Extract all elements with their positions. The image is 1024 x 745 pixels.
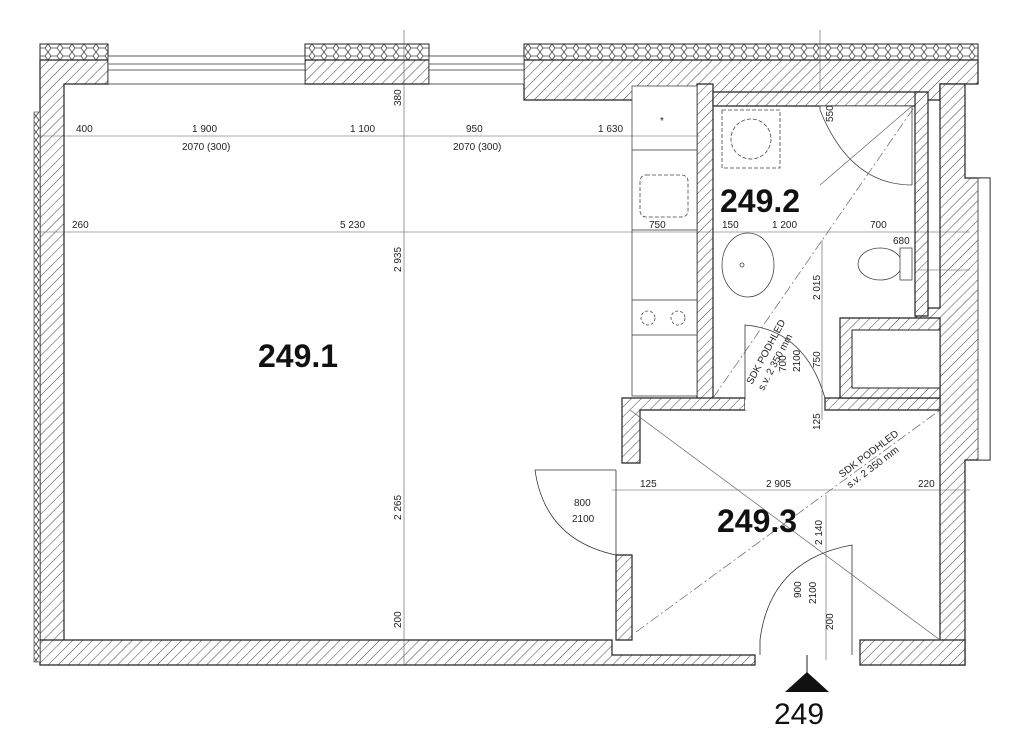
door-bath-side: 750 bbox=[812, 351, 823, 368]
dim-v-1: 380 bbox=[393, 89, 404, 106]
dim-mid-1: 260 bbox=[72, 220, 89, 231]
dim-v-4: 200 bbox=[393, 611, 404, 628]
dim-top-3: 1 100 bbox=[350, 124, 375, 135]
door-main-width: 800 bbox=[574, 498, 591, 509]
walls bbox=[33, 43, 991, 666]
dim-hall-2: 2 905 bbox=[766, 479, 791, 490]
room-label-main: 249.1 bbox=[258, 338, 338, 374]
dim-bath-2: 1 200 bbox=[772, 220, 797, 231]
door-entry-width: 900 bbox=[793, 581, 804, 598]
door-entry-height: 2100 bbox=[808, 581, 819, 604]
entry-arrow-icon bbox=[785, 672, 829, 692]
dim-top-1: 400 bbox=[76, 124, 93, 135]
unit-number: 249 bbox=[774, 698, 824, 731]
dim-mid-3: 750 bbox=[649, 220, 666, 231]
dim-top-2: 1 900 bbox=[192, 124, 217, 135]
dimension-lines bbox=[40, 30, 970, 665]
dim-bath-4: 680 bbox=[893, 236, 910, 247]
door-main-height: 2100 bbox=[572, 514, 595, 525]
dim-bath-1: 150 bbox=[722, 220, 739, 231]
doors bbox=[534, 324, 853, 655]
dim-v-9: 200 bbox=[825, 613, 836, 630]
svg-text:*: * bbox=[660, 116, 664, 127]
dimension-labels: 400 1 900 1 100 950 1 630 2070 (300) 207… bbox=[72, 89, 935, 630]
dim-window-2: 2070 (300) bbox=[453, 142, 501, 153]
dim-top-4: 950 bbox=[466, 124, 483, 135]
kitchen-counter: * bbox=[631, 85, 698, 397]
unit-entry-marker: 249 bbox=[774, 655, 829, 731]
dim-v-5: 550 bbox=[825, 105, 836, 122]
room-label-hall: 249.3 bbox=[717, 503, 797, 539]
dim-v-8: 2 140 bbox=[814, 520, 825, 545]
dim-mid-2: 5 230 bbox=[340, 220, 365, 231]
ceiling-diagonals bbox=[629, 105, 941, 641]
door-bath-height: 2100 bbox=[792, 349, 803, 372]
dim-v-2: 2 935 bbox=[393, 247, 404, 272]
bathroom-fixtures bbox=[721, 105, 913, 298]
dim-v-6: 2 015 bbox=[812, 275, 823, 300]
room-labels: 249.1 249.2 249.3 bbox=[258, 183, 800, 539]
dim-top-5: 1 630 bbox=[598, 124, 623, 135]
room-label-bath: 249.2 bbox=[720, 183, 800, 219]
dim-bath-3: 700 bbox=[870, 220, 887, 231]
door-bath-width: 700 bbox=[778, 355, 789, 372]
windows bbox=[107, 55, 991, 461]
top-wall-mid bbox=[304, 43, 430, 61]
dim-hall-1: 125 bbox=[640, 479, 657, 490]
dim-window-1: 2070 (300) bbox=[182, 142, 230, 153]
top-wall-left bbox=[39, 43, 109, 61]
dim-v-7: 125 bbox=[812, 413, 823, 430]
dim-v-3: 2 265 bbox=[393, 495, 404, 520]
top-wall-right bbox=[523, 43, 979, 61]
dim-hall-3: 220 bbox=[918, 479, 935, 490]
